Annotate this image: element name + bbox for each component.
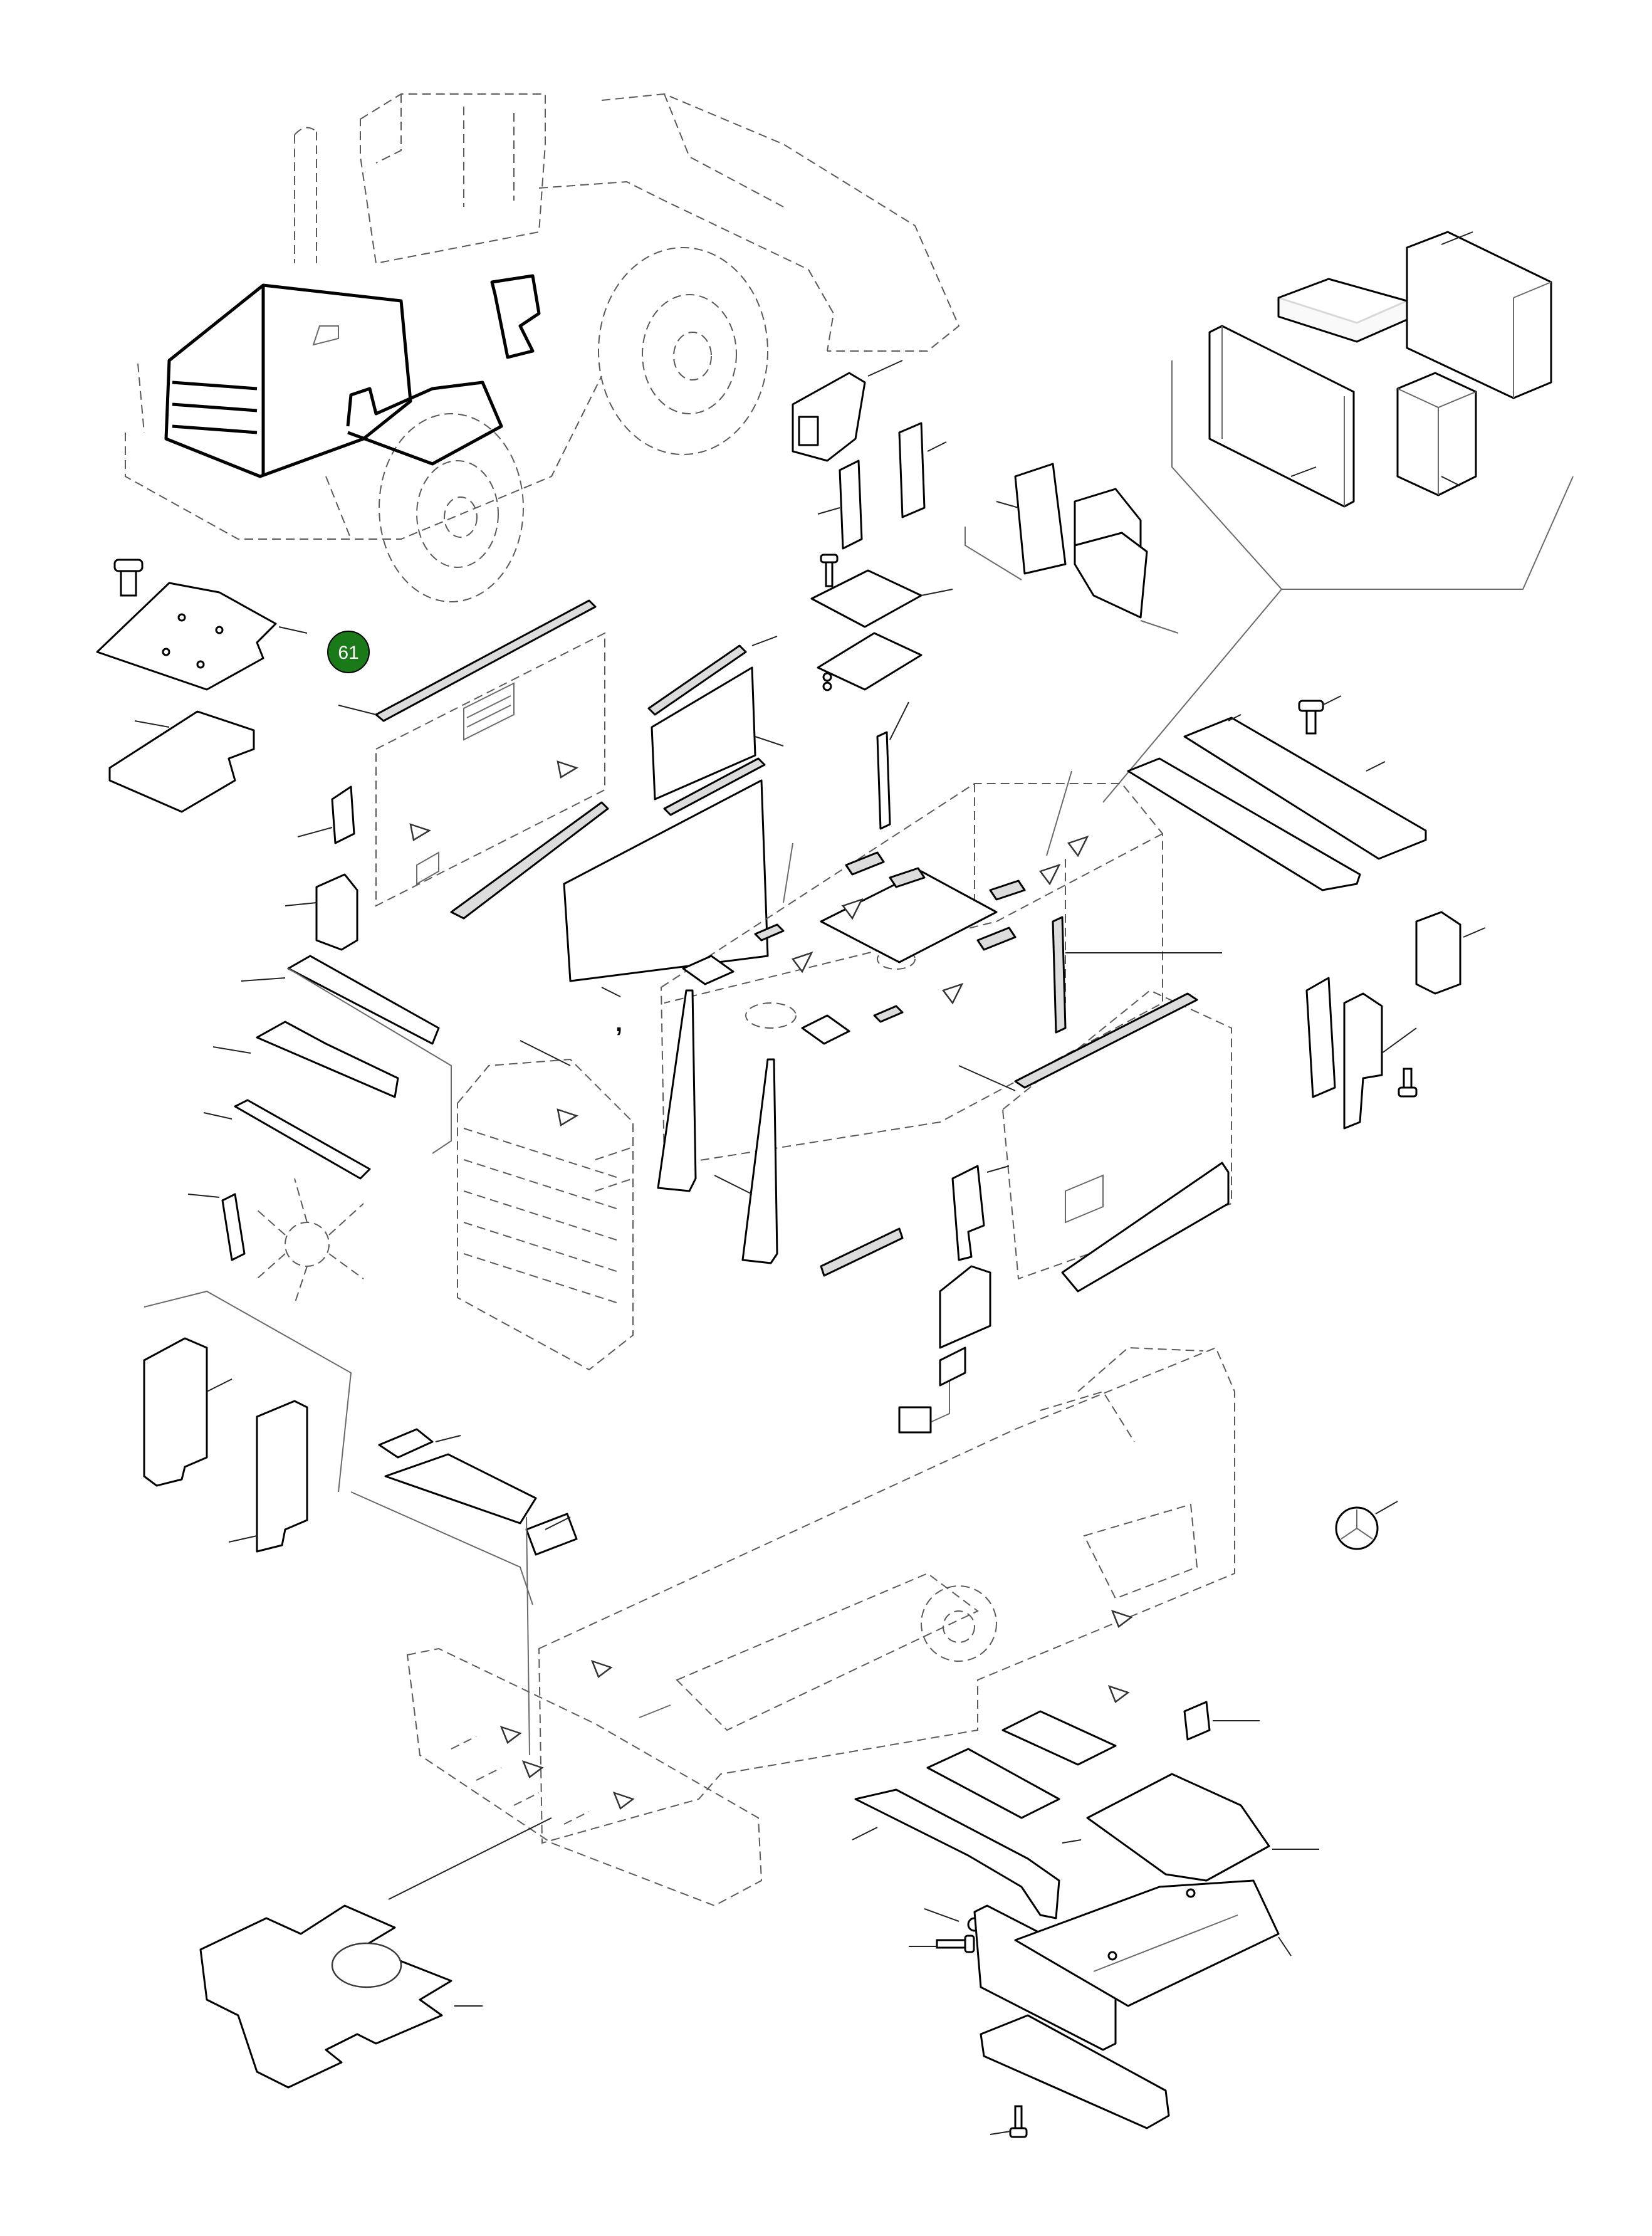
- lower-left-insulation-blocks: [143, 1290, 578, 1605]
- emblem-icon: [1335, 1501, 1398, 1550]
- bolt-top-left: [113, 559, 144, 597]
- left-plate-assembly: [96, 559, 308, 813]
- bolt-right-top: [1298, 695, 1342, 735]
- center-strip-stack: [647, 636, 784, 816]
- side-panel-assembly: [285, 632, 769, 997]
- left-strip-stack: [187, 955, 452, 1304]
- bolt-center: [820, 554, 839, 587]
- counterweight: ,: [406, 1009, 763, 1907]
- bottom-bracket-assembly: [909, 1879, 1292, 2138]
- engine-housing-frame: [660, 701, 1222, 1167]
- part-callout-61[interactable]: 61: [327, 631, 370, 673]
- diagonal-seal-strip: [338, 599, 597, 722]
- bolt-lower-left: [936, 1917, 982, 1953]
- lower-right-pads: [852, 1710, 1319, 1919]
- upper-center-brackets: [792, 360, 1179, 691]
- cross-shaped-insulation-plate: [199, 1817, 552, 2089]
- wheel-loader-overview: [125, 93, 960, 602]
- callout-label-61: 61: [338, 643, 358, 663]
- fan-icon: [256, 1178, 364, 1304]
- bolt-bottom: [1009, 2105, 1028, 2138]
- radiator-grille: [457, 989, 778, 1371]
- insulation-block-group-top-right: [1102, 231, 1574, 803]
- right-mid-panels: [820, 695, 1486, 1349]
- bolt-right-mid: [1398, 1068, 1418, 1098]
- stray-mark: ,: [615, 1009, 622, 1037]
- chassis-frame: [538, 1346, 1398, 1844]
